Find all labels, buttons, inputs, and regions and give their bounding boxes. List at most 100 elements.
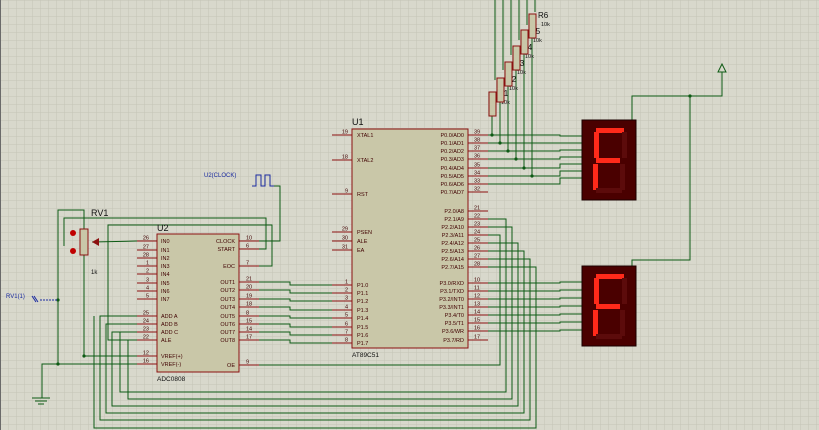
- wire: [259, 315, 332, 319]
- u1-pin-number: 7: [345, 330, 348, 336]
- u1-pin-name: P2.0/A8: [444, 209, 464, 215]
- resistor-value: 10k: [533, 38, 542, 44]
- u2-pin-name: OUT8: [220, 338, 235, 344]
- u1-pin-number: 15: [474, 318, 480, 324]
- u2-pin-number: 10: [246, 236, 252, 242]
- segment-b-off: [622, 278, 627, 304]
- u1-pin-name: P3.3/INT1: [439, 305, 464, 311]
- u2-pin-name: OUT1: [220, 280, 235, 286]
- u1-pin-number: 8: [345, 338, 348, 344]
- u2-pin-name: ADD B: [161, 322, 178, 328]
- voltage-probe[interactable]: RV1(1): [6, 294, 58, 303]
- rv1-component[interactable]: RV1 1k: [70, 208, 108, 276]
- resistor-network[interactable]: R110kR210kR310kR410kR510kR610k: [488, 11, 550, 117]
- u2-pin-number: 9: [246, 360, 249, 366]
- u2-pin-number: 7: [246, 261, 249, 267]
- u2-pin-number: 24: [143, 319, 149, 325]
- rv1-adjust-up-button[interactable]: [70, 230, 76, 236]
- u2-part: ADC0808: [157, 376, 186, 383]
- u1-pin-name: P0.6/AD6: [440, 182, 464, 188]
- wire-junction: [506, 149, 510, 153]
- seven-segment-displays: FF: [581, 119, 637, 347]
- u2-pin-number: 21: [246, 277, 252, 283]
- u2-pin-name: START: [217, 247, 235, 253]
- u1-pin-number: 25: [474, 238, 480, 244]
- u1-body: [351, 128, 469, 349]
- u1-pin-number: 18: [342, 155, 348, 161]
- segment-g: [596, 304, 620, 309]
- resistor-body: [504, 61, 513, 87]
- wire: [259, 306, 332, 311]
- resistor-body: [528, 13, 537, 39]
- u1-pin-name: P0.4/AD4: [440, 166, 464, 172]
- probe-arrow-icon: [31, 295, 39, 303]
- segment-e: [593, 310, 598, 336]
- u1-part: AT89C51: [352, 352, 379, 359]
- u2-pin-name: OUT5: [220, 314, 235, 320]
- wire: [259, 289, 332, 294]
- wire-junction: [530, 174, 534, 178]
- wire: [259, 331, 332, 336]
- u2-pin-number: 8: [246, 311, 249, 317]
- u1-pin-number: 30: [342, 236, 348, 242]
- u1-pin-number: 31: [342, 245, 348, 251]
- u2-pin-number: 25: [143, 311, 149, 317]
- u1-pin-number: 10: [474, 278, 480, 284]
- u1-pin-name: P0.5/AD5: [440, 174, 464, 180]
- u2-pin-number: 5: [146, 294, 149, 300]
- wires: [41, 0, 723, 429]
- seven-segment-display: F: [581, 119, 637, 201]
- u1-pin-number: 23: [474, 222, 480, 228]
- power-arrow-icon: [717, 62, 727, 73]
- u1-pin-name: P0.0/AD0: [440, 133, 464, 139]
- u1-pin-name: P3.2/INT0: [439, 297, 464, 303]
- u1-pin-name: PSEN: [357, 230, 372, 236]
- wire: [259, 281, 332, 286]
- rv1-value: 1k: [91, 270, 98, 276]
- u1-pin-number: 38: [474, 138, 480, 144]
- u2-pin-number: 6: [246, 244, 249, 250]
- segment-a: [596, 128, 624, 133]
- wire: [127, 226, 513, 400]
- u1-pin-name: P1.0: [357, 283, 368, 289]
- u2-pin-number: 16: [143, 359, 149, 365]
- u1-pin-number: 26: [474, 246, 480, 252]
- u2-right-pins: 10CLOCK6START7EOC21OUT120OUT219OUT318OUT…: [216, 236, 259, 369]
- u1-pin-name: XTAL2: [357, 158, 373, 164]
- u1-pin-name: XTAL1: [357, 133, 373, 139]
- wire: [488, 170, 582, 177]
- u1-pin-number: 21: [474, 206, 480, 212]
- u2-pin-number: 3: [146, 278, 149, 284]
- u1-pin-name: P3.7/RD: [443, 338, 464, 344]
- u2-pin-name: VREF(-): [161, 362, 181, 368]
- u1-pin-number: 37: [474, 146, 480, 152]
- u1-right-pins: 39P0.0/AD038P0.1/AD137P0.2/AD236P0.3/AD3…: [439, 130, 488, 344]
- clock-generator[interactable]: U2(CLOCK): [204, 173, 274, 187]
- u1-pin-name: P1.5: [357, 325, 368, 331]
- u1-pin-name: P1.3: [357, 308, 368, 314]
- u2-component[interactable]: U2 ADC0808 26IN027IN128IN21IN32IN43IN54I…: [137, 223, 259, 383]
- u1-component[interactable]: U1 AT89C51 19XTAL118XTAL29RST29PSEN30ALE…: [332, 117, 488, 359]
- u1-pin-number: 33: [474, 179, 480, 185]
- u1-pin-name: P2.4/A12: [441, 241, 464, 247]
- u2-pin-number: 17: [246, 335, 252, 341]
- u1-pin-name: P3.6/WR: [442, 329, 464, 335]
- wire-junction: [56, 298, 60, 302]
- u2-pin-name: VREF(+): [161, 354, 183, 360]
- resistor-body: [488, 91, 497, 117]
- wire: [259, 339, 332, 344]
- u2-pin-number: 22: [143, 335, 149, 341]
- u1-pin-name: P2.7/A15: [441, 265, 464, 271]
- rv1-adjust-down-button[interactable]: [70, 248, 76, 254]
- wire: [63, 217, 267, 250]
- segment-c-off: [620, 310, 625, 336]
- u2-pin-name: EOC: [223, 264, 235, 270]
- probe-label: RV1(1): [6, 294, 25, 300]
- u1-pin-number: 36: [474, 154, 480, 160]
- wire-junction: [514, 157, 518, 161]
- u2-ref: U2: [157, 223, 169, 233]
- u1-ref: U1: [352, 117, 364, 127]
- segment-b-off: [622, 132, 627, 158]
